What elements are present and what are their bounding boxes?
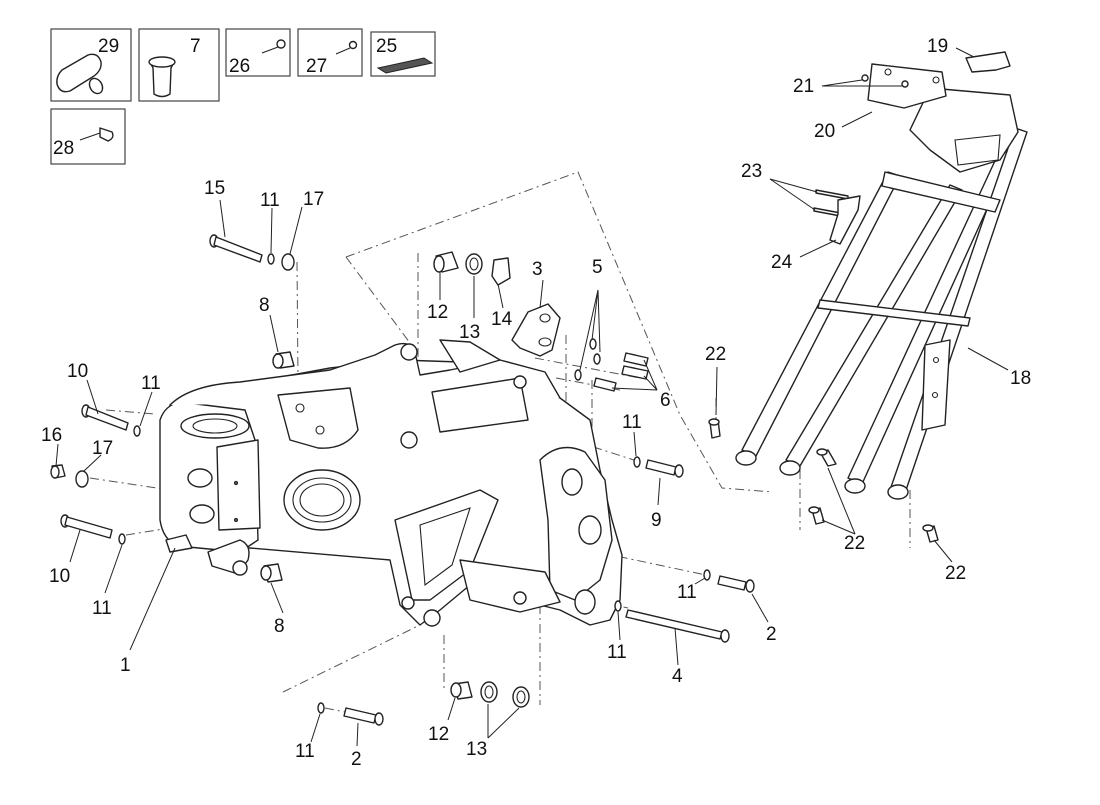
callout-16: 16: [41, 425, 62, 446]
detail-box-7: 7: [138, 28, 220, 102]
part-17-spacer-top: [281, 253, 295, 271]
main-frame: [159, 339, 623, 627]
callout-19: 19: [927, 36, 948, 57]
callout-22: 22: [844, 533, 865, 554]
part-6-bolts: [593, 352, 649, 392]
callout-15: 15: [204, 178, 225, 199]
callout-23: 23: [741, 161, 762, 182]
detail-box-25: 25: [370, 31, 436, 77]
callout-labels: 15 11 17 8 10 11 16 17 10 11 8 1 12 13 1…: [41, 36, 1031, 770]
part-3-bracket: [511, 303, 561, 357]
callout-28: 28: [53, 138, 74, 159]
detail-box-28: 28: [50, 108, 126, 165]
callout-8: 8: [274, 616, 285, 637]
callout-13: 13: [459, 322, 480, 343]
part-10-bolt-top: [81, 404, 129, 431]
part-11-washer-top: [267, 253, 275, 265]
callout-2: 2: [351, 749, 362, 770]
callout-11: 11: [260, 190, 280, 211]
part-11-washer-lower: [118, 533, 126, 545]
callout-7: 7: [190, 36, 201, 57]
callout-11: 11: [677, 582, 697, 603]
callout-13: 13: [466, 739, 487, 760]
part-11-washer-left: [133, 425, 141, 437]
part-22-bolts: [708, 418, 939, 543]
part-12-bushing-bottom: [450, 681, 473, 700]
part-4-long-bolt: [625, 609, 730, 643]
part-13-mounts-bottom: [480, 681, 530, 708]
callout-12: 12: [428, 724, 449, 745]
leader-lines: [55, 47, 1009, 747]
part-14-clip: [491, 257, 511, 286]
part-13-mount-top: [465, 253, 483, 275]
part-11-washer-right: [633, 456, 641, 468]
part-12-bushing-top: [433, 251, 459, 273]
callout-11: 11: [92, 598, 112, 619]
callout-17: 17: [303, 189, 324, 210]
callout-11: 11: [622, 412, 642, 433]
callout-1: 1: [120, 655, 131, 676]
part-11-washer-bottom: [614, 600, 622, 612]
callout-10: 10: [49, 566, 70, 587]
part-10-bolt-bottom: [60, 514, 113, 539]
callout-22: 22: [705, 344, 726, 365]
detail-box-29: 29: [50, 28, 132, 102]
callout-2: 2: [766, 624, 777, 645]
detail-box-27: 27: [297, 28, 363, 77]
callout-25: 25: [376, 36, 397, 57]
callout-4: 4: [672, 666, 683, 687]
callout-10: 10: [67, 361, 88, 382]
callout-29: 29: [98, 36, 119, 57]
callout-20: 20: [814, 121, 835, 142]
part-8-bushing-top: [272, 351, 295, 369]
part-5-washers: [574, 338, 601, 381]
callout-17: 17: [92, 438, 113, 459]
part-15-bolt: [209, 234, 263, 263]
rear-subframe: [735, 87, 1028, 500]
part-11-washer-swing: [703, 569, 711, 581]
detail-box-26: 26: [225, 28, 291, 77]
callout-22: 22: [945, 563, 966, 584]
callout-12: 12: [427, 302, 448, 323]
callout-24: 24: [771, 252, 793, 273]
callout-5: 5: [592, 257, 603, 278]
callout-26: 26: [229, 56, 250, 77]
callout-11: 11: [607, 642, 627, 663]
part-2-bolt-bottom: [343, 707, 384, 726]
part-9-bolt: [645, 459, 684, 478]
callout-18: 18: [1010, 368, 1031, 389]
part-2-bolt-right: [717, 575, 755, 593]
callout-3: 3: [532, 259, 543, 280]
callout-11: 11: [141, 373, 161, 394]
callout-27: 27: [306, 56, 327, 77]
callout-21: 21: [793, 76, 814, 97]
callout-14: 14: [491, 309, 513, 330]
part-21-screws: [861, 74, 909, 88]
part-19-bracket: [965, 51, 1011, 73]
part-24-bracket: [829, 195, 861, 245]
part-11-washer-bottom-left: [317, 702, 325, 714]
part-8-bushing-bottom: [260, 563, 283, 583]
callout-11: 11: [295, 741, 315, 762]
callout-9: 9: [651, 510, 662, 531]
callout-6: 6: [660, 390, 671, 411]
part-16-nut: [50, 464, 66, 479]
part-17-spacer-left: [75, 470, 89, 488]
callout-8: 8: [259, 295, 270, 316]
